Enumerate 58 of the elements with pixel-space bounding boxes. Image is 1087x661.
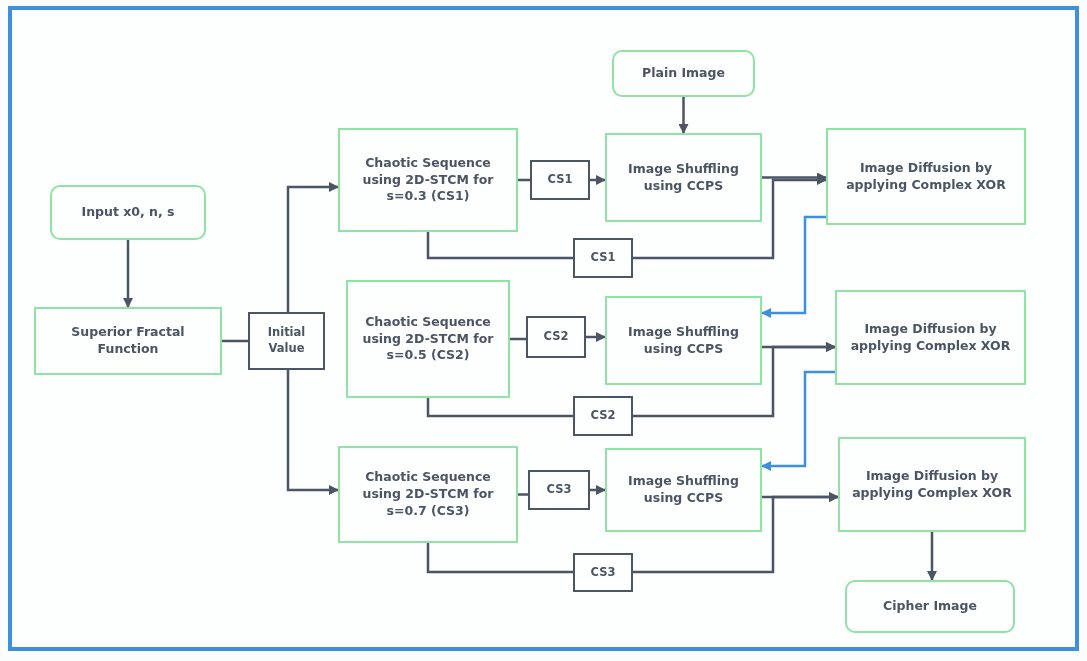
sequence-box	[528, 470, 590, 510]
arrow	[761, 215, 826, 318]
box-label: Image Shuffling using CCPS	[627, 159, 740, 195]
connector-line	[426, 543, 573, 574]
process-box	[838, 437, 1026, 532]
box-label: Image Diffusion by applying Complex XOR	[851, 466, 1013, 502]
box-label: Input x0, n, s	[80, 203, 176, 222]
process-box	[605, 448, 762, 532]
process-box	[605, 133, 762, 222]
arrow	[633, 492, 839, 574]
connector-line	[518, 493, 528, 496]
box-label: Initial Value	[266, 324, 307, 357]
box-label: Image Diffusion by applying Complex XOR	[849, 319, 1012, 355]
arrow	[286, 182, 339, 312]
box-label: Image Shuffling using CCPS	[627, 472, 740, 507]
connector-line	[426, 398, 573, 418]
box-label: Cipher Image	[882, 597, 978, 616]
arrow	[633, 342, 836, 418]
box-label: CS3	[589, 563, 617, 581]
process-box	[338, 446, 518, 543]
process-box	[338, 128, 518, 232]
arrow	[590, 485, 606, 495]
box-label: Image Diffusion by applying Complex XOR	[845, 158, 1007, 194]
sequence-box	[573, 238, 633, 278]
box-label: Plain Image	[641, 64, 726, 83]
arrow	[590, 175, 606, 185]
box-label: CS3	[545, 481, 573, 499]
arrow	[286, 370, 339, 495]
arrow	[678, 97, 689, 134]
arrow	[761, 370, 835, 471]
process-box	[34, 307, 222, 375]
arrow	[633, 175, 827, 260]
box-label: CS2	[589, 407, 617, 425]
box-label: CS1	[546, 171, 574, 189]
output-box	[845, 580, 1015, 633]
box-label: Chaotic Sequence using 2D-STCM for s=0.3 (CS1)	[361, 153, 495, 206]
box-label: CS2	[542, 328, 570, 346]
arrow	[927, 532, 937, 581]
process-box	[346, 280, 510, 398]
box-label: Chaotic Sequence using 2D-STCM for s=0.7 (CS3)	[361, 468, 495, 520]
sequence-box	[526, 316, 586, 358]
process-box	[835, 290, 1026, 385]
sequence-box	[573, 553, 633, 592]
connector-line	[426, 232, 573, 260]
connector-line	[222, 339, 248, 343]
box-label: Superior Fractal Function	[70, 323, 186, 358]
box-label: CS1	[589, 249, 617, 267]
process-box	[826, 128, 1026, 225]
start-box	[50, 185, 206, 240]
process-box	[605, 296, 762, 385]
arrow	[586, 332, 606, 342]
box-label: Image Shuffling using CCPS	[627, 322, 740, 358]
arrow	[123, 240, 133, 308]
input-box	[612, 50, 755, 97]
process-box	[248, 312, 325, 370]
box-label: Chaotic Sequence using 2D-STCM for s=0.5 (CS2)	[361, 312, 495, 365]
sequence-box	[573, 396, 633, 436]
sequence-box	[530, 160, 590, 200]
